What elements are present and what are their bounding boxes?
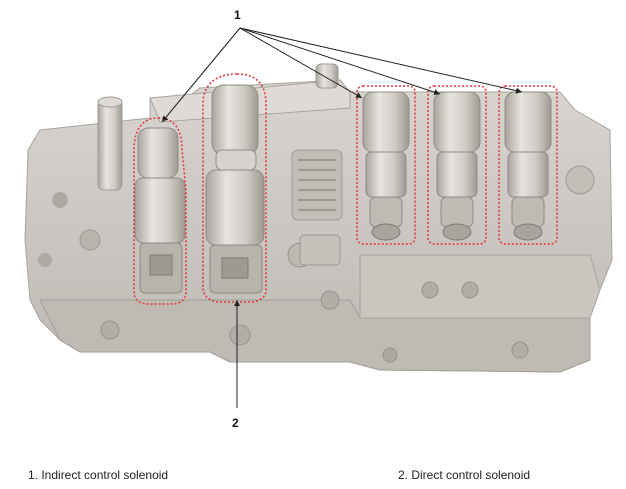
indirect-solenoid-left — [134, 127, 186, 294]
callout-2-label: 2 — [232, 416, 239, 430]
highlight-indirect-3 — [427, 85, 487, 245]
leader-line-1b — [239, 27, 363, 99]
highlight-indirect-4 — [498, 85, 558, 245]
legend-item-indirect: 1. Indirect control solenoid — [28, 468, 169, 482]
highlight-direct — [202, 73, 267, 303]
legend-item-direct: 2. Direct control solenoid — [398, 468, 531, 482]
callout-1-label: 1 — [234, 8, 241, 22]
direct-solenoid — [205, 84, 265, 294]
leader-line-1d — [239, 27, 523, 94]
leader-lines — [161, 27, 523, 408]
highlight-indirect-left — [133, 117, 187, 305]
highlight-indirect-2 — [356, 85, 416, 245]
leader-line-1c — [239, 27, 441, 95]
highlight-outlines — [133, 73, 558, 305]
indirect-solenoid-4 — [504, 91, 552, 241]
indirect-solenoid-2 — [362, 91, 410, 241]
indirect-solenoid-3 — [433, 91, 481, 241]
leader-line-1a — [161, 27, 241, 123]
